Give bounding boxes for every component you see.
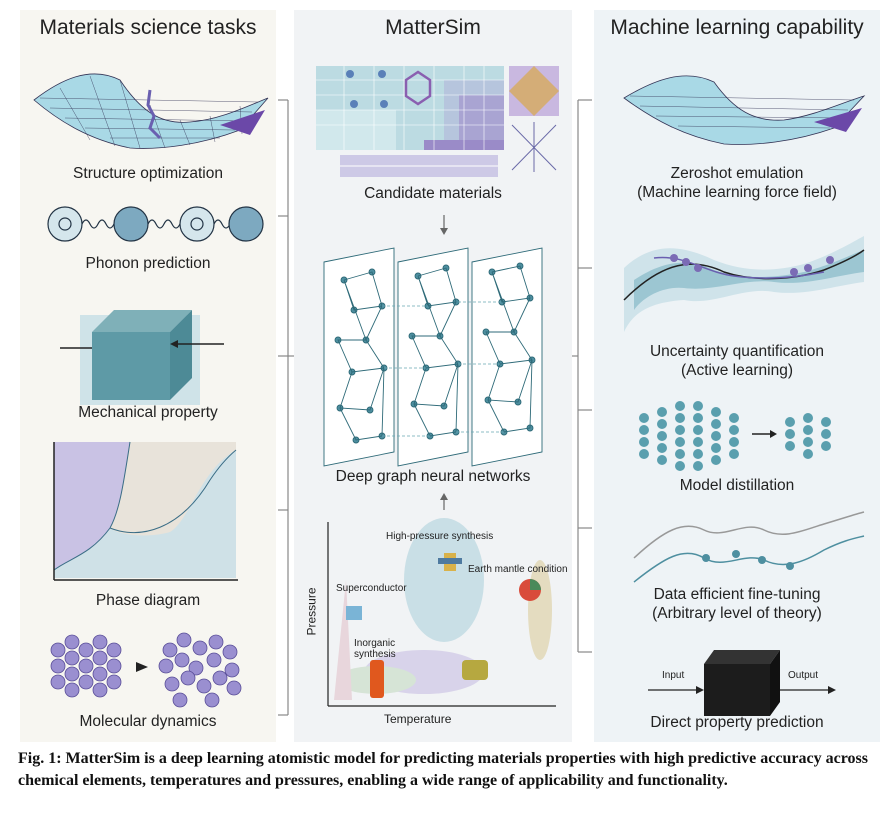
figure-caption: Fig. 1: MatterSim is a deep learning ato… bbox=[18, 748, 888, 792]
mechanical-cube-illustration bbox=[60, 310, 224, 405]
ml-capability-panel: Machine learning capability bbox=[594, 10, 880, 742]
input-label: Input bbox=[662, 670, 685, 681]
periodic-table-illustration bbox=[316, 66, 559, 177]
task-mechanical-property: Mechanical property bbox=[78, 404, 218, 421]
black-box-illustration bbox=[648, 650, 836, 716]
gnn-label: Deep graph neural networks bbox=[335, 468, 531, 485]
energy-surface-illustration bbox=[33, 73, 269, 149]
caption-text: : MatterSim is a deep learning atomistic… bbox=[18, 750, 868, 789]
left-panel-title: Materials science tasks bbox=[39, 16, 257, 39]
middle-panel-title: MatterSim bbox=[385, 16, 481, 39]
left-panel-illustrations bbox=[33, 73, 269, 708]
region-inorganic-synthesis: Inorganic synthesis bbox=[354, 638, 396, 660]
task-phase-diagram: Phase diagram bbox=[95, 592, 201, 609]
energy-surface-illustration-2 bbox=[623, 75, 866, 145]
cap-zeroshot-line1: Zeroshot emulation bbox=[670, 165, 804, 182]
cap-direct-prediction-line1: Direct property prediction bbox=[650, 714, 824, 731]
graph-network-illustration bbox=[323, 247, 543, 467]
region-earth-mantle: Earth mantle condition bbox=[468, 564, 568, 575]
phonon-illustration bbox=[47, 206, 264, 242]
cap-finetuning-line1: Data efficient fine-tuning bbox=[653, 586, 821, 603]
right-panel-title: Machine learning capability bbox=[610, 16, 864, 39]
pressure-temperature-chart bbox=[327, 518, 556, 707]
cap-uncertainty-line1: Uncertainty quantification bbox=[649, 343, 825, 360]
cap-zeroshot-line2: (Machine learning force field) bbox=[637, 184, 837, 201]
md-arrow bbox=[136, 662, 148, 672]
middle-panel-illustrations bbox=[316, 66, 559, 707]
x-axis-label: Temperature bbox=[384, 712, 452, 726]
caption-prefix: Fig. 1 bbox=[18, 750, 57, 767]
task-structure-optimization: Structure optimization bbox=[73, 165, 223, 182]
materials-tasks-panel: Materials science tasks bbox=[20, 10, 276, 742]
region-high-pressure: High-pressure synthesis bbox=[386, 531, 494, 542]
fine-tuning-illustration bbox=[633, 511, 865, 583]
phase-diagram-illustration bbox=[53, 441, 238, 581]
task-phonon-prediction: Phonon prediction bbox=[85, 255, 211, 272]
uncertainty-plot-illustration bbox=[623, 236, 865, 332]
cap-distillation-line1: Model distillation bbox=[679, 477, 795, 494]
molecular-dynamics-illustration bbox=[50, 632, 242, 708]
mattersim-panel: MatterSim bbox=[294, 10, 572, 742]
region-superconductor: Superconductor bbox=[336, 583, 407, 594]
task-molecular-dynamics: Molecular dynamics bbox=[79, 713, 217, 730]
cap-uncertainty-line2: (Active learning) bbox=[681, 362, 793, 379]
model-distillation-illustration bbox=[639, 401, 831, 471]
candidate-materials-label: Candidate materials bbox=[364, 185, 502, 202]
output-label: Output bbox=[788, 670, 819, 681]
y-axis-label: Pressure bbox=[304, 587, 319, 636]
right-panel-illustrations bbox=[623, 75, 866, 716]
cap-finetuning-line2: (Arbitrary level of theory) bbox=[652, 605, 822, 622]
